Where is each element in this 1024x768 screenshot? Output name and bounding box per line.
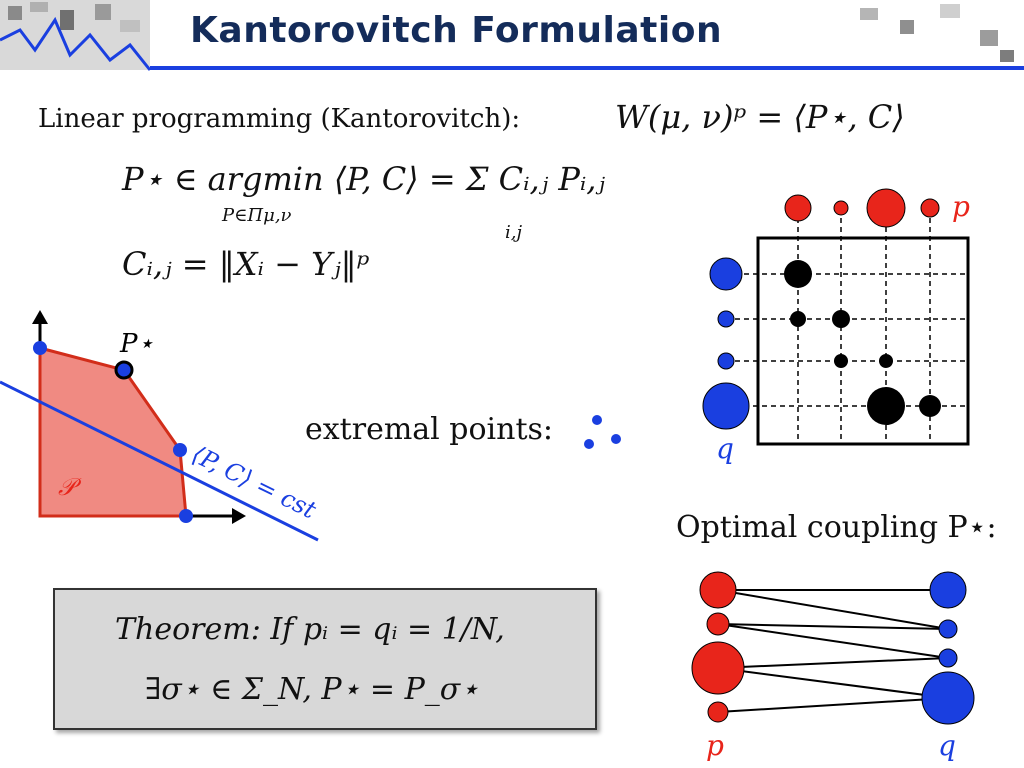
extremal-point [179,509,193,523]
p-mass [920,198,940,218]
p-mass [866,188,906,228]
bipartite-p-label: p [706,729,724,762]
q-mass [717,352,735,370]
polytope-region [38,346,188,518]
optimal-point [114,360,134,380]
extremal-dots-icon [584,415,621,449]
q-mass [702,382,750,430]
theorem-line-2: ∃σ⋆ ∈ Σ_N, P⋆ = P_σ⋆ [145,672,480,707]
p-node [699,571,737,609]
extremal-point [173,443,187,457]
level-line [0,380,319,542]
argmin-equation: P⋆ ∈ argmin ⟨P, C⟩ = Σ Cᵢ,ⱼ Pᵢ,ⱼ [122,160,605,198]
slide-title: Kantorovitch Formulation [190,10,723,51]
coupling-edges [717,589,949,713]
level-line-label: ⟨P, C⟩ = cst [187,440,320,524]
coupling-mass [834,354,848,368]
header-decor [0,0,1024,71]
lp-label: Linear programming (Kantorovitch): [38,104,521,134]
optimal-coupling-label: Optimal coupling P⋆: [676,510,997,545]
q-mass [709,257,743,291]
extremal-point [33,341,47,355]
argmin-subscript: P∈Πμ,ν [222,205,292,226]
bipartite-coupling-diagram: p q [691,571,975,762]
x-axis-arrow-icon [232,508,246,524]
p-mass [784,194,812,222]
q-node [921,671,975,725]
cost-equation: Cᵢ,ⱼ = ‖Xᵢ − Yⱼ‖ᵖ [122,245,370,283]
coupling-mass [790,311,806,327]
q-node [929,571,967,609]
q-mass [717,310,735,328]
p-node [707,701,729,723]
coupling-mass [879,354,893,368]
theorem-line-1: Theorem: If pᵢ = qᵢ = 1/N, [115,612,505,647]
q-node [938,648,958,668]
grid-q-label: q [716,432,734,465]
pstar-label: P⋆ [119,329,154,359]
p-node [706,612,730,636]
theorem-box: Theorem: If pᵢ = qᵢ = 1/N, ∃σ⋆ ∈ Σ_N, P⋆… [53,588,597,730]
grid-p-label: p [952,190,970,223]
corner-image-icon [0,0,1014,71]
matrix-frame [756,236,970,446]
bipartite-q-label: q [938,729,956,762]
y-axis-arrow-icon [32,310,48,324]
p-node [691,641,745,695]
p-mass [833,200,849,216]
coupling-mass [867,387,905,425]
extremal-label: extremal points: [305,412,554,447]
matrix-gridlines [726,218,968,444]
coupling-mass [919,395,941,417]
polytope-diagram: P⋆ 𝒫 ⟨P, C⟩ = cst [0,310,321,542]
wasserstein-equation: W(μ, ν)ᵖ = ⟨P⋆, C⟩ [615,98,905,136]
coupling-matrix-diagram: p q [702,188,970,465]
coupling-mass [784,260,812,288]
sum-subscript: i,j [505,222,523,243]
q-node [938,619,958,639]
coupling-mass [832,310,850,328]
